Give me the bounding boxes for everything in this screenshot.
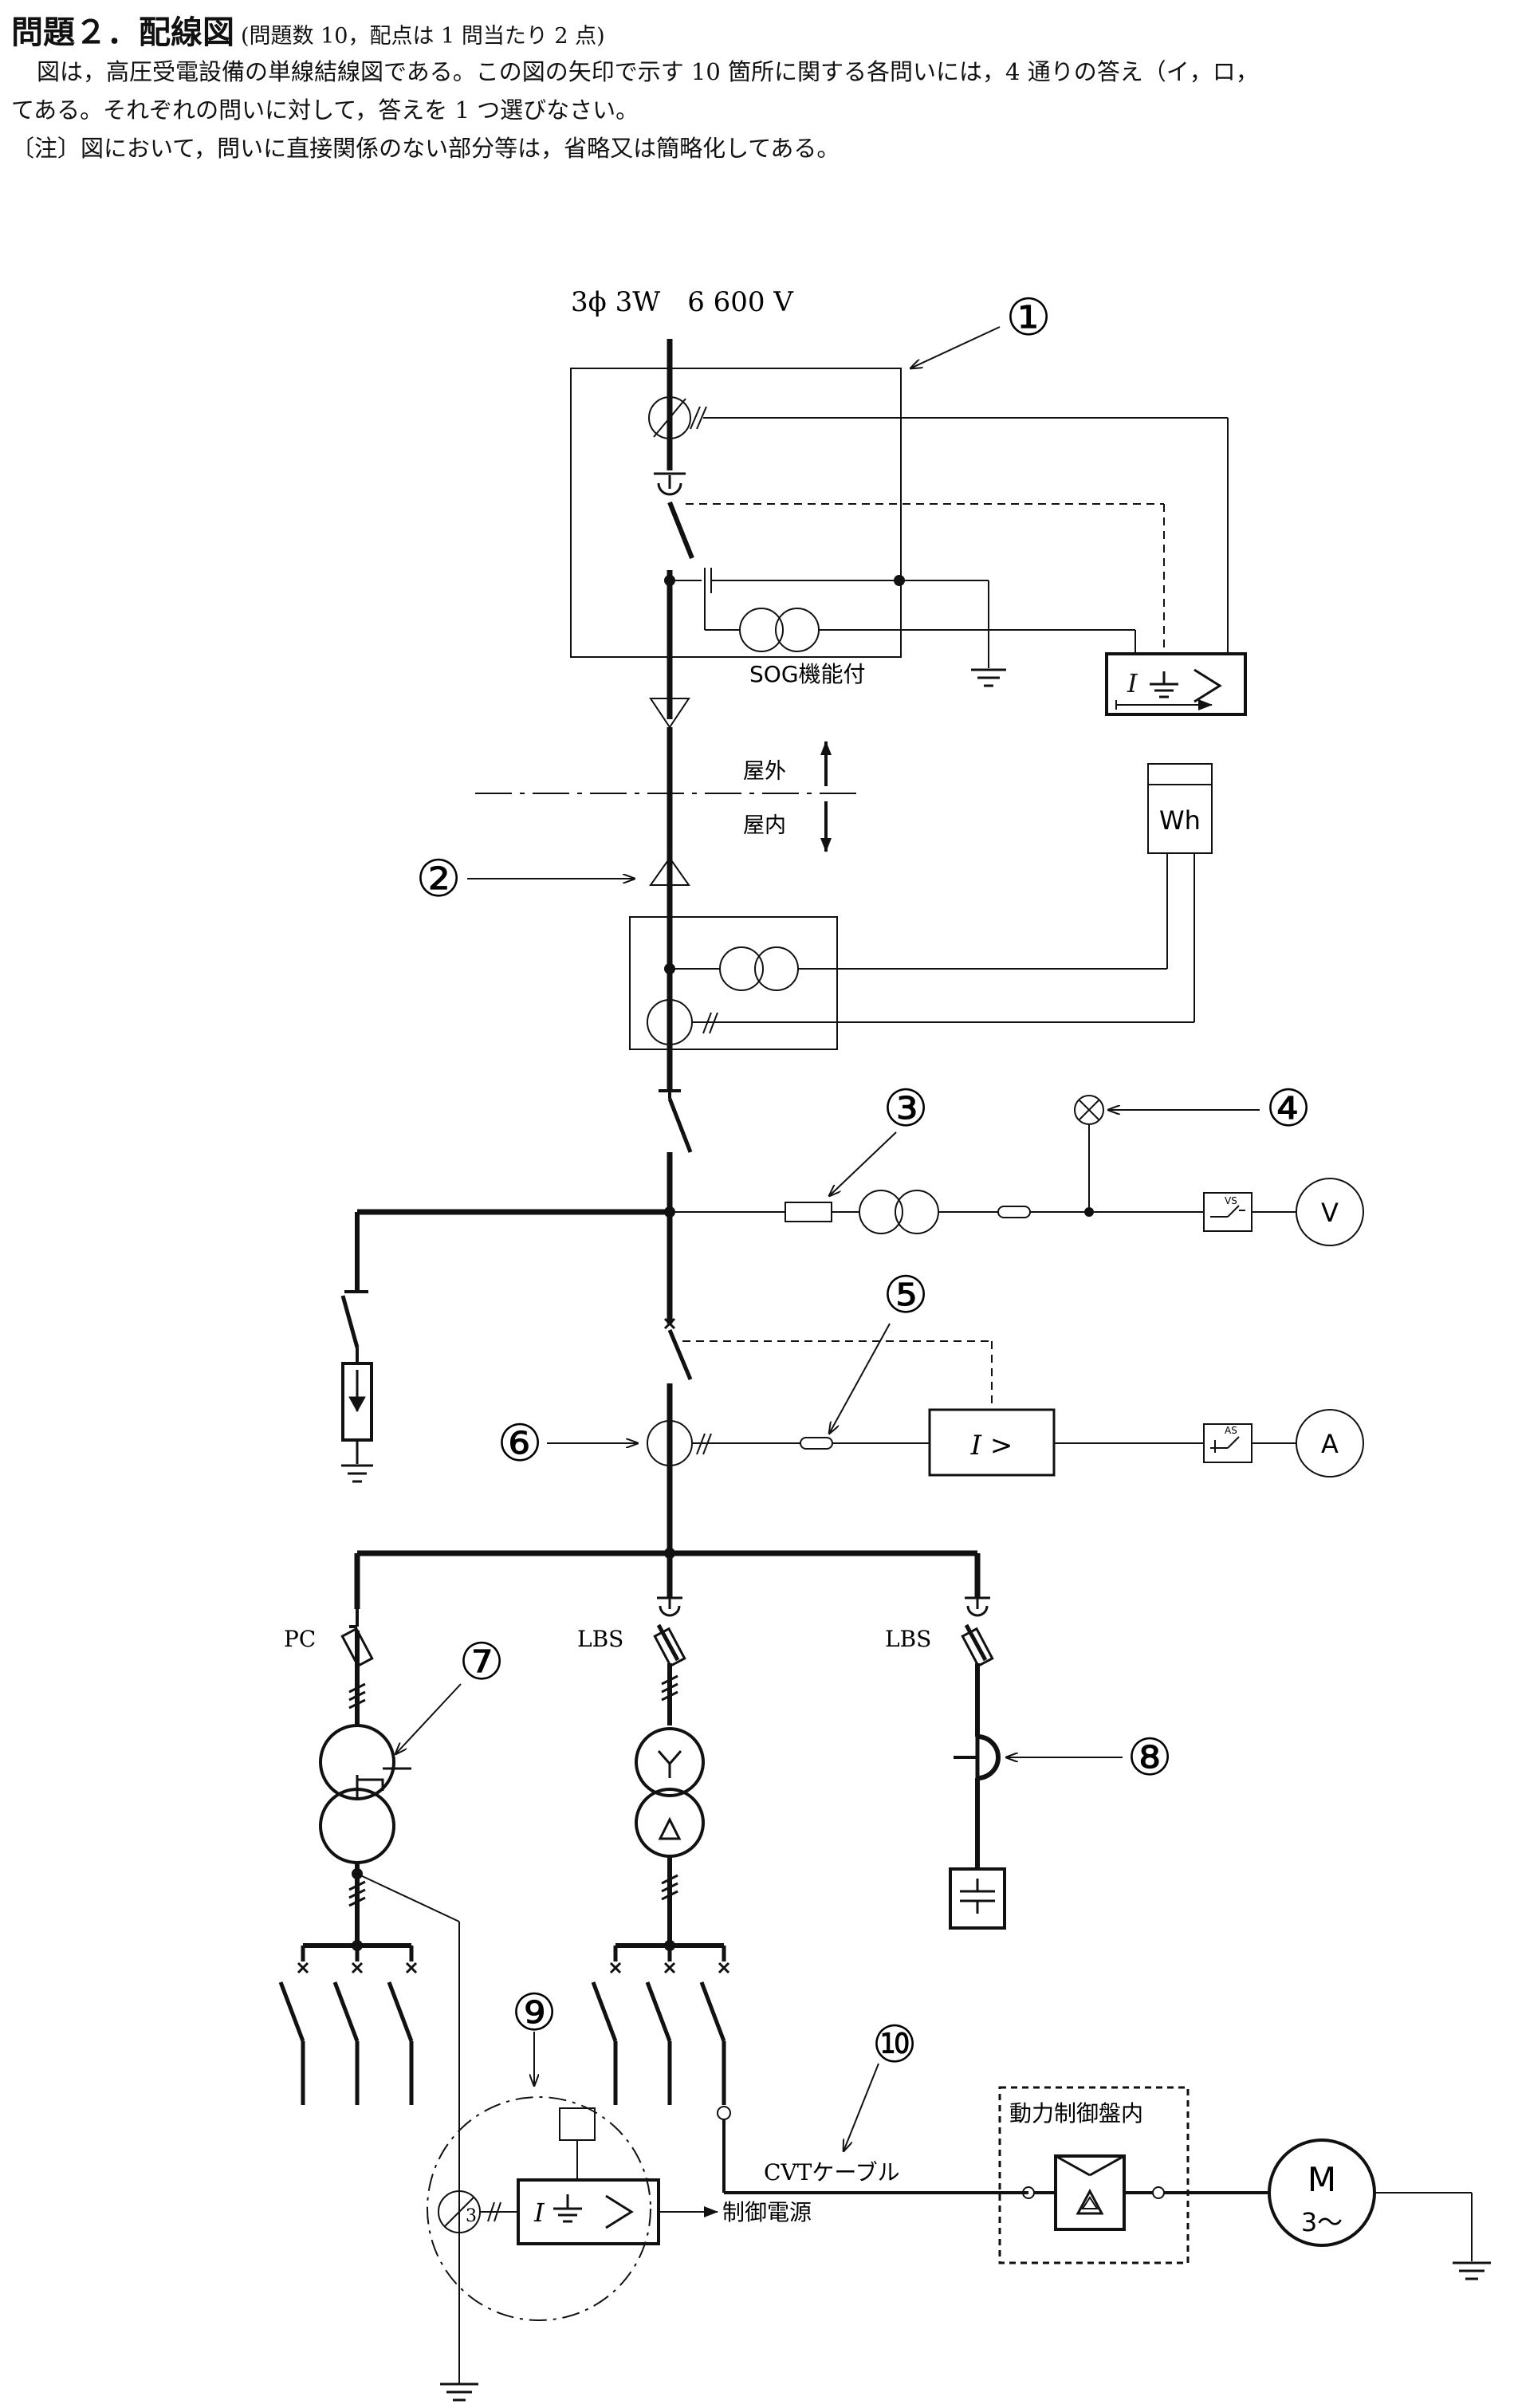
outdoor-indoor-boundary [475, 741, 861, 852]
watt-hour-meter [1147, 763, 1213, 1022]
ct-ocr-branch [647, 1408, 1364, 1563]
callout-1: ① [1005, 289, 1051, 348]
callout-2: ② [415, 850, 461, 909]
wh-label: Wh [1159, 805, 1201, 836]
callout-3: ③ [883, 1080, 928, 1139]
question-header: 問題２．配線図 (問題数 10，配点は 1 問当たり 2 点) 図は，高圧受電設備… [11, 6, 1502, 167]
as-label: AS [1225, 1425, 1237, 1436]
gr-relay-i: I [533, 2197, 545, 2228]
instruction-line-1: 図は，高圧受電設備の単線結線図である。この図の矢印で示す 10 箇所に関する各問… [37, 58, 1259, 85]
motor [1268, 2138, 1491, 2280]
control-panel-label: 動力制御盤内 [1009, 2100, 1143, 2127]
ammeter-label: A [1321, 1429, 1339, 1459]
ground-relay: I [1105, 652, 1247, 716]
question-title: 問題２．配線図 [11, 14, 234, 51]
callout-6: ⑥ [497, 1415, 542, 1474]
supply-label: 3ϕ 3W 6 600 V [571, 286, 794, 318]
feeder-lbs-capacitor [949, 1596, 1006, 1930]
main-bus [354, 1550, 981, 1609]
motor-sub-label: 3〜 [1301, 2207, 1343, 2237]
motor-control-panel [998, 2086, 1269, 2264]
callout-8: ⑧ [1127, 1729, 1172, 1788]
ground-fault-detector [427, 2096, 718, 2321]
ocr-label: I > [970, 1430, 1013, 1462]
pc-label: PC [284, 1626, 316, 1652]
callout-5: ⑤ [883, 1266, 928, 1325]
cvt-label: CVTケーブル [764, 2159, 900, 2186]
ugs-unit [570, 339, 1229, 719]
indoor-label: 屋内 [743, 813, 786, 838]
instruction-note: 〔注〕図において，問いに直接関係のない部分等は，省略又は簡略化してある。 [11, 135, 840, 162]
lightning-arrester-branch [340, 1209, 670, 1483]
callout-7: ⑦ [458, 1633, 504, 1692]
vt-branch [670, 1095, 1364, 1246]
cable-head-outdoor [649, 698, 690, 729]
outdoor-label: 屋外 [743, 759, 786, 784]
lbs2-label: LBS [885, 1626, 931, 1652]
disconnecting-switch [659, 1089, 693, 1324]
sog-label: SOG機能付 [749, 661, 866, 687]
junction-dot [894, 575, 905, 586]
vs-label: VS [1225, 1195, 1237, 1206]
callout-labels: ① ② ③ ④ ⑤ ⑥ ⑦ ⑧ ⑨ ⑩ [415, 289, 1311, 2075]
instruction-line-2: てある。それぞれの問いに対して，答えを 1 つ選びなさい。 [11, 96, 639, 124]
zct-ratio-label: 3 [466, 2206, 477, 2226]
feeder-lbs-transformer [591, 1596, 1028, 2194]
motor-label: M [1308, 2160, 1336, 2199]
lbs1-label: LBS [577, 1626, 623, 1652]
vct-unit [629, 885, 1194, 1091]
callout-9: ⑨ [511, 1984, 556, 2043]
control-power-label: 制御電源 [722, 2199, 812, 2225]
svg-text:I: I [1127, 668, 1138, 698]
callout-arrows [395, 326, 1260, 2151]
callout-4: ④ [1265, 1080, 1311, 1139]
feeder-pc [278, 1609, 478, 2402]
junction-dot [664, 575, 675, 586]
question-title-line: 問題２．配線図 (問題数 10，配点は 1 問当たり 2 点) [11, 6, 1502, 53]
question-title-note: (問題数 10，配点は 1 問当たり 2 点) [241, 24, 605, 49]
callout-10: ⑩ [871, 2016, 917, 2075]
circuit-breaker [663, 1317, 993, 1419]
voltmeter-label: V [1321, 1198, 1339, 1228]
